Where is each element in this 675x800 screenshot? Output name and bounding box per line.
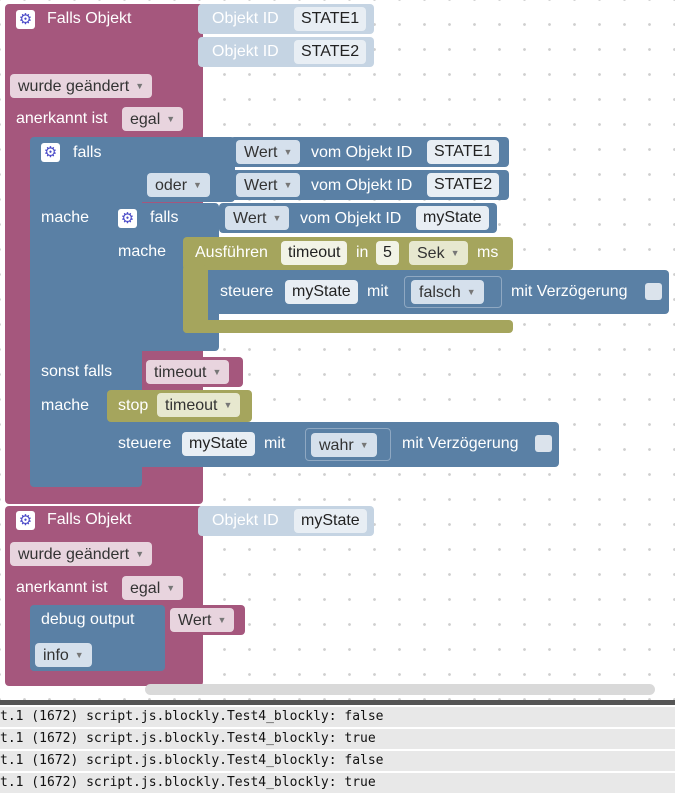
dropdown-arrow-icon: ▼ [466,287,476,297]
if-label: falls [73,144,102,161]
dropdown-arrow-icon: ▼ [193,180,202,190]
value-dropdown[interactable]: Wert ▼ [236,140,301,164]
value-dropdown-text: Wert [244,144,278,161]
object-id-label: Objekt ID [212,512,279,529]
bool-dropdown-value: falsch [419,284,461,301]
mystate-field[interactable]: myState [416,206,489,230]
nested-do-label: mache [118,243,167,260]
object-id-field-state1[interactable]: STATE1 [294,7,367,31]
blockly-workspace[interactable]: ⚙ Falls Objekt Objekt ID STATE1 Objekt I… [0,0,675,700]
log-level-dropdown-value: info [43,647,69,664]
object-id-field-mystate[interactable]: myState [294,509,367,533]
bool-dropdown-value: wahr [319,437,354,454]
acknowledged-label: anerkannt ist [16,110,108,127]
bool-dropdown-true[interactable]: wahr ▼ [311,433,377,457]
dropdown-arrow-icon: ▼ [283,180,293,190]
dropdown-arrow-icon: ▼ [359,440,369,450]
state1-field[interactable]: STATE1 [427,140,500,164]
value-dropdown[interactable]: Wert ▼ [236,173,301,197]
dropdown-arrow-icon: ▼ [166,583,176,593]
delay-value-field[interactable]: 5 [376,241,399,265]
stop-timeout-dropdown[interactable]: timeout ▼ [157,393,241,417]
trigger-dropdown-value: wurde geändert [18,78,130,95]
log-level-dropdown[interactable]: info ▼ [35,643,92,667]
delay-checkbox[interactable] [645,283,662,300]
trigger-dropdown[interactable]: wurde geändert ▼ [10,542,153,566]
acknowledged-dropdown[interactable]: egal ▼ [122,107,184,131]
from-object-label: vom Objekt ID [300,210,402,227]
delay-checkbox[interactable] [535,435,552,452]
gear-icon[interactable]: ⚙ [41,143,60,162]
block-label-falls-objekt: Falls Objekt [47,10,132,27]
with-delay-label: mit Verzögerung [511,283,628,300]
dropdown-arrow-icon: ▼ [74,650,84,660]
execute-label: Ausführen [195,244,268,261]
stop-label: stop [118,397,149,414]
or-dropdown[interactable]: oder ▼ [147,173,210,197]
with-label: mit [367,283,389,300]
dropdown-arrow-icon: ▼ [135,81,145,91]
gear-icon[interactable]: ⚙ [16,10,35,29]
ms-label: ms [477,244,499,261]
stop-timeout-dropdown-value: timeout [165,397,218,414]
timeout-var-dropdown-value: timeout [154,364,207,381]
timeout-block-footer [183,320,513,333]
acknowledged-dropdown-value: egal [130,111,161,128]
control-label: steuere [220,283,274,300]
control-target-field[interactable]: myState [182,432,255,456]
or-dropdown-text: oder [155,177,188,194]
trigger-dropdown-value: wurde geändert [18,546,130,563]
dropdown-arrow-icon: ▼ [212,367,222,377]
log-row: t.1 (1672) script.js.blockly.Test4_block… [0,729,675,749]
control-label: steuere [118,435,172,452]
do-label: mache [41,209,90,226]
log-row: t.1 (1672) script.js.blockly.Test4_block… [0,773,675,793]
acknowledged-label: anerkannt ist [16,579,108,596]
debug-value-dropdown-text: Wert [178,612,212,629]
time-unit-dropdown[interactable]: Sek ▼ [409,241,468,265]
horizontal-scrollbar[interactable] [145,684,655,695]
value-dropdown-text: Wert [233,210,267,227]
acknowledged-dropdown[interactable]: egal ▼ [122,576,184,600]
with-delay-label: mit Verzögerung [402,435,519,452]
dropdown-arrow-icon: ▼ [283,147,293,157]
with-label: mit [264,435,286,452]
object-id-label: Objekt ID [212,43,279,60]
dropdown-arrow-icon: ▼ [450,248,460,258]
debug-output-label: debug output [41,611,135,628]
acknowledged-dropdown-value: egal [130,580,161,597]
time-unit-dropdown-value: Sek [417,245,445,262]
trigger-dropdown[interactable]: wurde geändert ▼ [10,74,153,98]
from-object-label: vom Objekt ID [311,177,413,194]
control-target-field[interactable]: myState [285,280,358,304]
state2-field[interactable]: STATE2 [427,173,500,197]
value-dropdown[interactable]: Wert ▼ [225,206,290,230]
value-dropdown-text: Wert [244,177,278,194]
dropdown-arrow-icon: ▼ [166,114,176,124]
from-object-label: vom Objekt ID [311,144,413,161]
nested-if-label: falls [150,209,179,226]
log-row: t.1 (1672) script.js.blockly.Test4_block… [0,707,675,727]
object-id-field-state2[interactable]: STATE2 [294,40,367,64]
timeout-name-field[interactable]: timeout [281,241,348,265]
object-id-label: Objekt ID [212,10,279,27]
in-label: in [356,244,369,261]
dropdown-arrow-icon: ▼ [135,549,145,559]
debug-value-dropdown[interactable]: Wert ▼ [170,608,235,632]
dropdown-arrow-icon: ▼ [217,615,227,625]
timeout-var-dropdown[interactable]: timeout ▼ [146,360,230,384]
dropdown-arrow-icon: ▼ [223,400,233,410]
gear-icon[interactable]: ⚙ [118,209,137,228]
else-if-label: sonst falls [41,363,113,380]
block-label-falls-objekt: Falls Objekt [47,511,132,528]
gear-icon[interactable]: ⚙ [16,511,35,530]
dropdown-arrow-icon: ▼ [272,213,282,223]
log-row: t.1 (1672) script.js.blockly.Test4_block… [0,751,675,771]
panel-divider[interactable] [0,700,675,705]
bool-dropdown-false[interactable]: falsch ▼ [411,280,484,304]
else-do-label: mache [41,397,90,414]
